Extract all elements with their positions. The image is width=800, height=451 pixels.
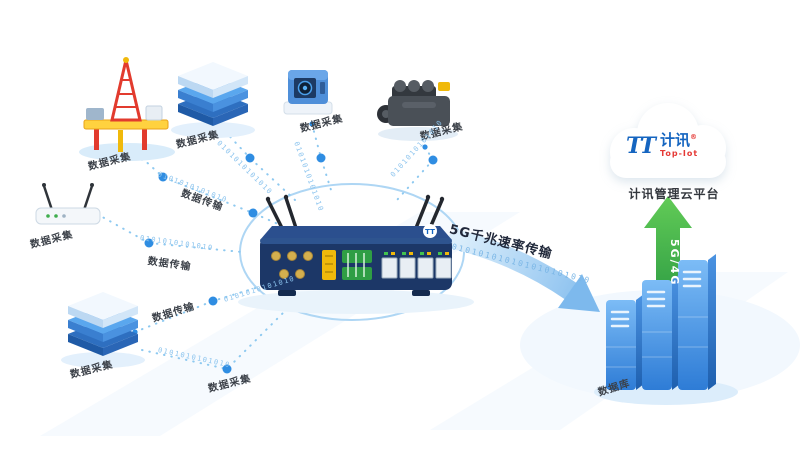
- server-stack-top-icon: [178, 62, 248, 126]
- oil-rig-icon: [79, 57, 175, 161]
- cloud-brand: TT 计讯® Top-Iot: [626, 133, 698, 158]
- link-sensor-node-to-router: [141, 305, 291, 371]
- brand-name-cn: 计讯®: [660, 133, 698, 148]
- brand-reg-mark: ®: [689, 133, 697, 141]
- wifi-router-icon: [35, 183, 101, 225]
- 5g-router-device: TT: [238, 194, 474, 314]
- server-stack-bottom-icon: [68, 292, 138, 356]
- database-servers-icon: [594, 254, 738, 405]
- cloud-icon: [610, 103, 726, 178]
- transfer-arrow: [448, 230, 600, 312]
- stack-top-glow: [171, 122, 255, 138]
- label-cloud-platform: 计讯管理云平台: [628, 187, 720, 201]
- link-oil-rig-to-router: [141, 157, 279, 225]
- brand-name-en: Top-Iot: [659, 149, 699, 158]
- router-logo-badge: [423, 224, 437, 238]
- ethernet-ports: [381, 252, 452, 279]
- camera-device-icon: [283, 70, 333, 115]
- stack-bottom-glow: [61, 352, 145, 368]
- brand-cn-text: 计讯: [659, 131, 690, 149]
- topiot-logo-mark: TT: [626, 132, 656, 159]
- router-logo-text: TT: [425, 228, 435, 236]
- engine-icon: [377, 80, 458, 141]
- label-uplink-5g4g: 5G/4G: [668, 239, 681, 287]
